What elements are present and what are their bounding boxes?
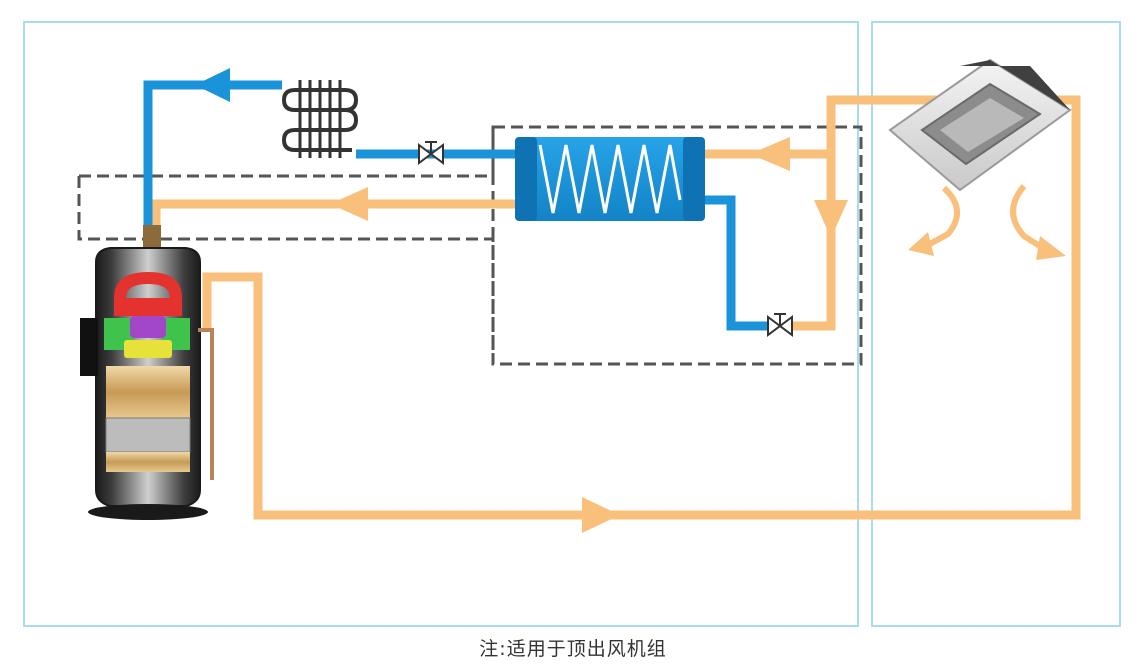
flow-arrow-orange-left-top (750, 137, 790, 171)
indoor-unit-panel (871, 21, 1121, 627)
compressor (80, 225, 214, 520)
ceiling-cassette-unit (888, 58, 1072, 260)
plate-heat-exchanger (515, 137, 705, 221)
outdoor-unit-panel (23, 21, 859, 627)
flow-arrow-orange-right-bottom (582, 497, 620, 533)
expansion-valve-top (418, 141, 444, 165)
diagram-caption: 注:适用于顶出风机组 (479, 638, 667, 660)
refrigerant-pipe-outlet (705, 195, 770, 331)
refrigerant-pipe-discharge (143, 80, 282, 228)
condenser-coil (281, 80, 359, 158)
flow-arrow-orange-left-mid (330, 187, 368, 221)
expansion-valve-bottom (767, 313, 793, 337)
flow-arrow-orange-down (814, 200, 848, 238)
flow-arrow-blue-left (195, 68, 230, 102)
water-pipe-vertical (790, 154, 836, 331)
water-pipe-return (202, 95, 1081, 520)
dashed-outline-right (491, 125, 863, 366)
water-pipe-suction (151, 199, 515, 228)
